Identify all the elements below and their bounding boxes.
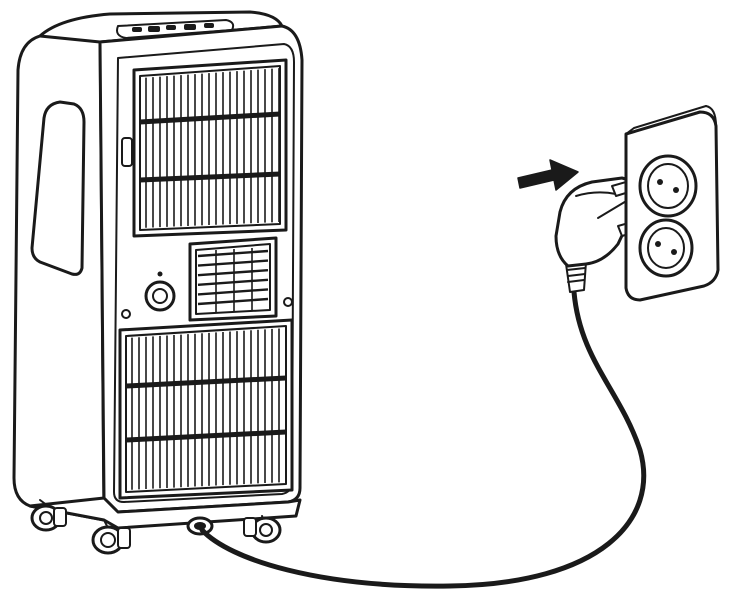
exhaust-louver xyxy=(197,278,269,286)
exhaust-louver xyxy=(197,288,269,296)
unit-side-panel xyxy=(12,22,106,522)
screw-left xyxy=(121,309,131,319)
screw-right xyxy=(283,297,293,307)
insert-direction-arrow xyxy=(517,159,579,191)
exhaust-louver xyxy=(197,249,269,258)
exhaust-louver xyxy=(197,269,269,277)
exhaust-louver xyxy=(197,297,269,306)
drain-knob xyxy=(144,271,176,312)
bottom-filter-grille xyxy=(118,318,294,500)
socket-outlet-lower xyxy=(638,218,694,278)
unit-base xyxy=(28,496,302,530)
top-filter-grille xyxy=(132,58,288,238)
wall-socket xyxy=(624,105,720,302)
power-cord xyxy=(199,289,647,589)
caster-wheel-front-left xyxy=(91,519,131,555)
caster-wheel-front-right xyxy=(243,515,282,544)
side-window xyxy=(30,100,86,276)
exhaust-louver xyxy=(197,259,269,267)
exhaust-outlet xyxy=(188,236,278,322)
caster-wheel-rear-left xyxy=(30,499,67,532)
air-conditioner-unit xyxy=(12,10,304,555)
control-buttons xyxy=(132,23,214,32)
carry-handle xyxy=(121,137,133,167)
cord-grommet xyxy=(186,516,214,536)
socket-outlet-upper xyxy=(638,154,698,218)
